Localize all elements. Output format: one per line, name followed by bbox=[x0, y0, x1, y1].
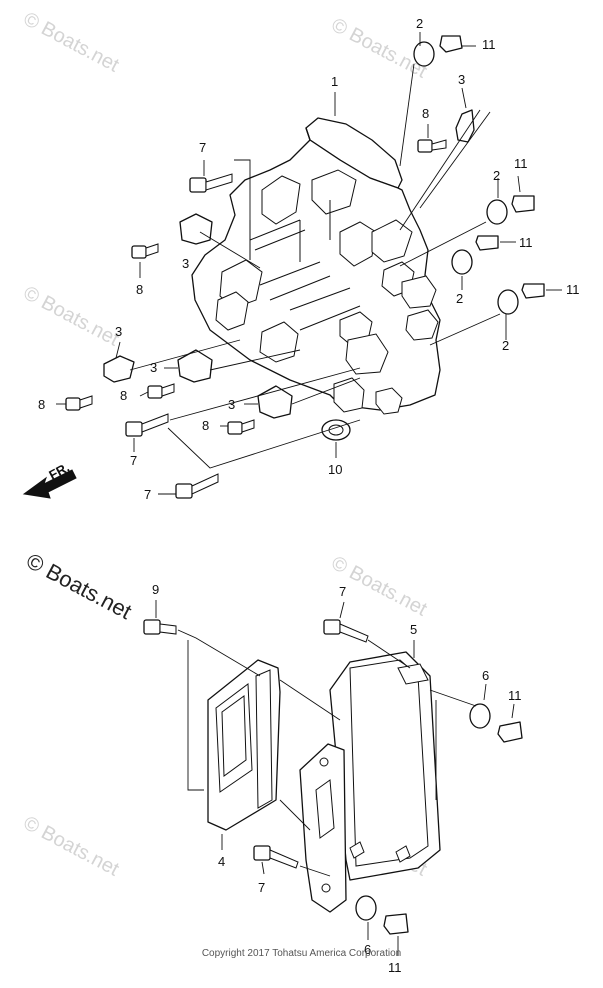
grommet-part bbox=[413, 41, 435, 67]
bolt-part bbox=[125, 413, 169, 437]
bolt-part bbox=[417, 139, 447, 153]
bolt-part bbox=[323, 619, 369, 643]
callout-11: 11 bbox=[482, 37, 496, 52]
callout-8: 8 bbox=[38, 397, 45, 412]
callout-7: 7 bbox=[130, 453, 137, 468]
callout-8: 8 bbox=[202, 418, 209, 433]
collar-part bbox=[521, 283, 545, 299]
callout-8: 8 bbox=[120, 388, 127, 403]
callout-labels: 1 2 11 3 8 2 11 11 2 11 2 7 3 8 3 3 8 8 … bbox=[38, 16, 580, 975]
bolt-part bbox=[189, 173, 233, 193]
collar-part bbox=[475, 235, 499, 251]
callout-3: 3 bbox=[228, 397, 235, 412]
ecu-module bbox=[207, 659, 281, 831]
callout-6: 6 bbox=[482, 668, 489, 683]
clip-part bbox=[177, 349, 213, 383]
callout-7: 7 bbox=[258, 880, 265, 895]
callout-2: 2 bbox=[416, 16, 423, 31]
callout-7: 7 bbox=[199, 140, 206, 155]
callout-10: 10 bbox=[328, 462, 342, 477]
grommet-part bbox=[469, 703, 491, 729]
callout-4: 4 bbox=[218, 854, 225, 869]
grommet-part bbox=[497, 289, 519, 315]
bolt-part bbox=[131, 243, 159, 259]
callout-3: 3 bbox=[182, 256, 189, 271]
callout-2: 2 bbox=[502, 338, 509, 353]
callout-11: 11 bbox=[566, 282, 580, 297]
callout-6: 6 bbox=[364, 942, 371, 957]
callout-3: 3 bbox=[115, 324, 122, 339]
callout-5: 5 bbox=[410, 622, 417, 637]
callout-7: 7 bbox=[144, 487, 151, 502]
ecu-plate bbox=[299, 743, 347, 913]
ecu-bracket bbox=[329, 651, 441, 881]
clip-part bbox=[179, 213, 213, 245]
copyright-text: Copyright 2017 Tohatsu America Corporati… bbox=[201, 948, 402, 959]
callout-9: 9 bbox=[152, 582, 159, 597]
clip-part bbox=[103, 355, 135, 383]
collar-part bbox=[497, 721, 523, 743]
leader-lines bbox=[155, 600, 515, 956]
leader-lines bbox=[56, 32, 562, 495]
main-bracket bbox=[191, 117, 441, 415]
collar-part bbox=[511, 195, 535, 213]
collar-part bbox=[383, 913, 409, 935]
callout-11: 11 bbox=[514, 156, 528, 171]
callout-3: 3 bbox=[150, 360, 157, 375]
collar-part bbox=[439, 35, 463, 53]
front-arrow-icon bbox=[22, 469, 77, 499]
grommet-part bbox=[451, 249, 473, 275]
callout-2: 2 bbox=[456, 291, 463, 306]
callout-11: 11 bbox=[508, 688, 522, 703]
bolt-part bbox=[253, 845, 299, 869]
grommet-part bbox=[486, 199, 508, 225]
callout-11: 11 bbox=[388, 960, 402, 975]
grommet-part bbox=[355, 895, 377, 921]
bolt-part bbox=[143, 619, 177, 635]
callout-7: 7 bbox=[339, 584, 346, 599]
callout-1: 1 bbox=[331, 74, 338, 89]
bolt-part bbox=[175, 473, 219, 499]
callout-11: 11 bbox=[519, 235, 533, 250]
bolt-part bbox=[227, 419, 255, 435]
bolt-part bbox=[147, 383, 175, 399]
callout-3: 3 bbox=[458, 72, 465, 87]
callout-2: 2 bbox=[493, 168, 500, 183]
callout-8: 8 bbox=[136, 282, 143, 297]
bolt-part bbox=[65, 395, 93, 411]
callout-8: 8 bbox=[422, 106, 429, 121]
